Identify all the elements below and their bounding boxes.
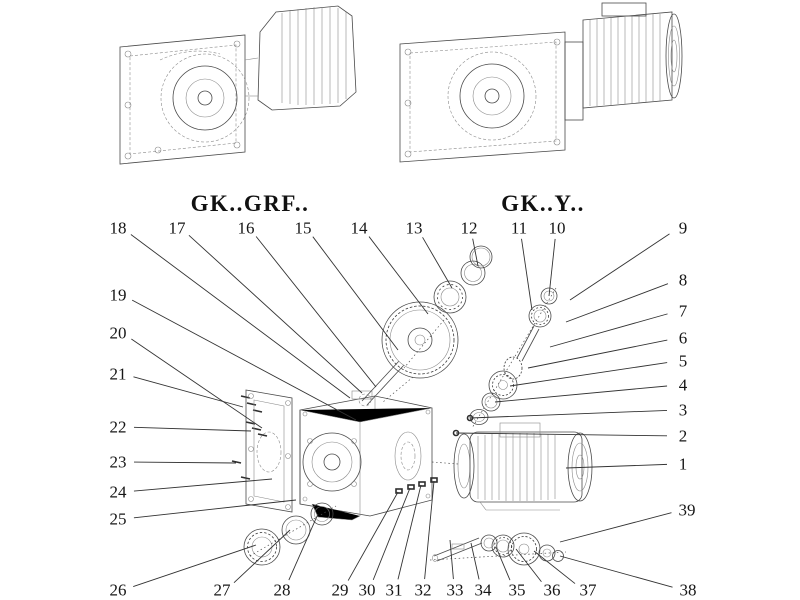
leader-line-27 [233, 529, 291, 584]
callout-number-39: 39 [679, 501, 696, 520]
callout-number-20: 20 [110, 324, 127, 343]
callout-number-3: 3 [679, 401, 688, 420]
callout-number-7: 7 [679, 302, 688, 321]
callout-number-14: 14 [351, 219, 369, 238]
gear-housing [299, 390, 433, 521]
callout-number-37: 37 [580, 581, 598, 600]
callout-number-29: 29 [332, 581, 349, 600]
leader-line-10 [548, 238, 556, 297]
leader-line-34 [470, 542, 480, 580]
input-shaft-set [469, 287, 558, 429]
callout-number-9: 9 [679, 219, 688, 238]
callout-number-10: 10 [549, 219, 566, 238]
callout-number-4: 4 [679, 376, 688, 395]
callout-number-38: 38 [680, 581, 697, 600]
callout-number-15: 15 [295, 219, 312, 238]
drawing-gk-y [399, 2, 683, 163]
leader-line-1 [565, 463, 668, 469]
leader-line-35 [495, 546, 511, 581]
leader-line-24 [133, 478, 273, 492]
leader-line-32 [424, 480, 435, 580]
callout-number-12: 12 [461, 219, 478, 238]
leader-line-22 [133, 426, 252, 432]
leader-line-12 [472, 238, 479, 267]
leader-line-19 [131, 299, 357, 421]
callout-number-30: 30 [359, 581, 376, 600]
callout-number-16: 16 [238, 219, 255, 238]
callout-number-32: 32 [415, 581, 432, 600]
leader-line-14 [368, 236, 429, 315]
leader-line-31 [397, 484, 422, 580]
leader-line-20 [131, 338, 263, 429]
callout-number-25: 25 [110, 510, 127, 529]
callout-number-34: 34 [475, 581, 493, 600]
leader-line-28 [288, 513, 319, 581]
leader-line-38 [559, 555, 673, 588]
leader-line-26 [133, 544, 257, 588]
leader-line-11 [521, 238, 533, 311]
drawing-gk-grf [119, 5, 357, 165]
mounting-flange [245, 389, 293, 513]
leader-line-36 [515, 548, 542, 583]
callout-number-24: 24 [110, 483, 128, 502]
leader-line-29 [347, 491, 399, 581]
callout-number-31: 31 [386, 581, 403, 600]
leader-line-21 [133, 376, 244, 408]
leader-line-6 [527, 339, 668, 369]
leader-line-23 [133, 461, 237, 464]
callout-number-8: 8 [679, 271, 688, 290]
leader-line-4 [494, 385, 668, 403]
callout-number-17: 17 [169, 219, 187, 238]
callout-number-1: 1 [679, 455, 688, 474]
callout-number-28: 28 [274, 581, 291, 600]
exploded-assembly [231, 245, 593, 566]
seal-rings [243, 502, 337, 566]
leader-line-39 [559, 512, 672, 543]
callout-number-23: 23 [110, 453, 127, 472]
leader-line-9 [569, 233, 670, 301]
leader-line-37 [533, 550, 576, 584]
callout-number-22: 22 [110, 418, 127, 437]
leader-line-2 [455, 432, 668, 437]
leader-line-30 [372, 487, 411, 581]
callout-number-2: 2 [679, 427, 688, 446]
callout-number-6: 6 [679, 329, 688, 348]
leader-line-5 [509, 362, 668, 387]
flange-screws [231, 395, 268, 480]
variant-title-gky: GK..Y.. [501, 191, 585, 216]
callout-number-21: 21 [110, 365, 127, 384]
leader-line-25 [133, 499, 297, 519]
leader-line-7 [549, 313, 668, 348]
variant-title-gkgrf: GK..GRF.. [190, 191, 310, 216]
callout-number-13: 13 [406, 219, 423, 238]
callout-number-26: 26 [110, 581, 127, 600]
leader-line-15 [312, 236, 399, 351]
output-shaft-set [429, 532, 567, 566]
leader-line-18 [130, 234, 351, 399]
callout-number-35: 35 [509, 581, 526, 600]
callout-number-36: 36 [544, 581, 561, 600]
leader-line-3 [469, 409, 668, 419]
callout-number-11: 11 [511, 219, 527, 238]
callout-number-27: 27 [214, 581, 232, 600]
leader-line-16 [255, 236, 377, 388]
callout-number-18: 18 [110, 219, 127, 238]
leader-line-13 [422, 237, 453, 289]
callout-number-33: 33 [447, 581, 464, 600]
leader-line-33 [449, 539, 454, 580]
callout-number-5: 5 [679, 352, 688, 371]
callout-number-19: 19 [110, 286, 127, 305]
leader-line-17 [188, 234, 363, 394]
leader-line-8 [565, 283, 669, 323]
